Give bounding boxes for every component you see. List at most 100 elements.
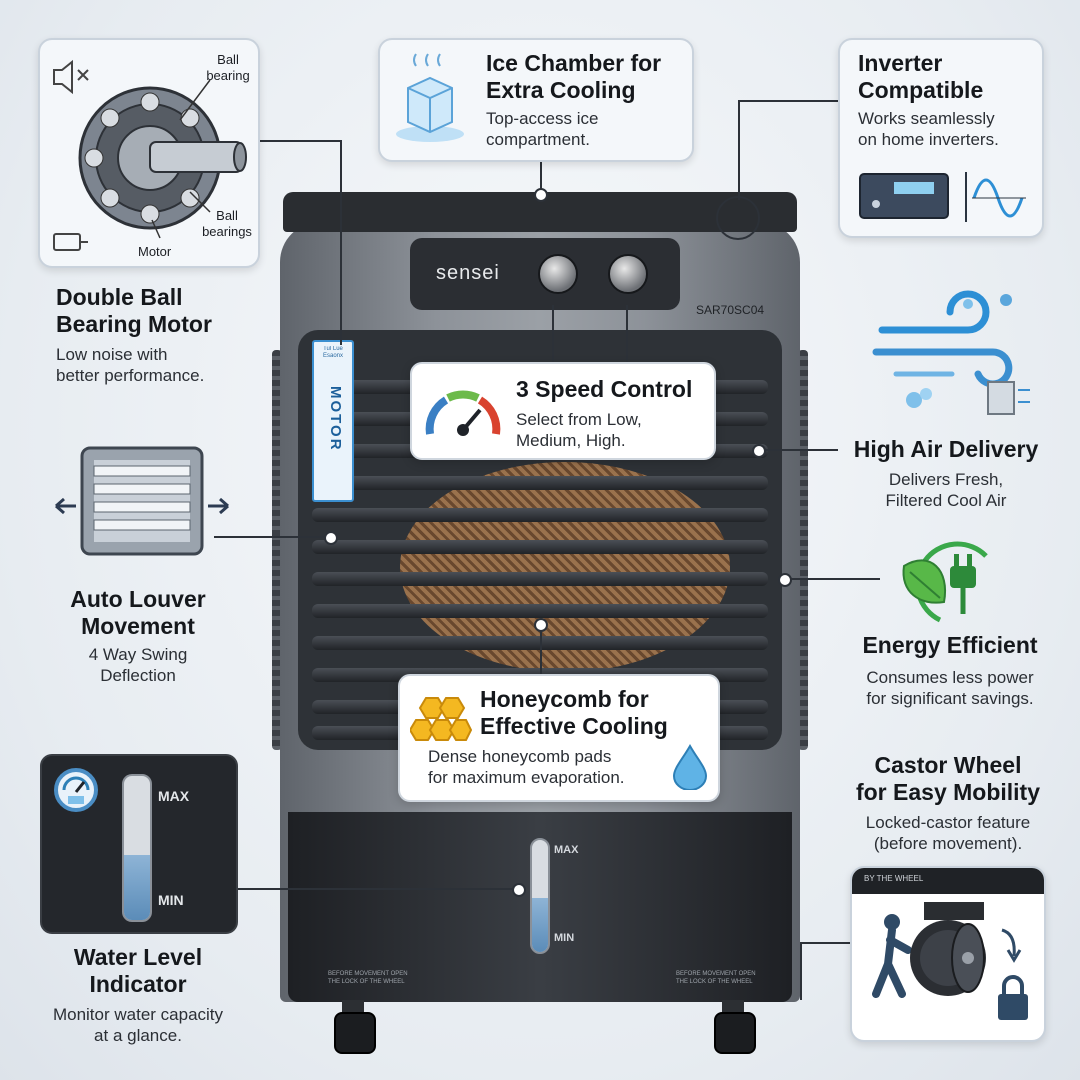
label-ball-bearings: Ball bearings xyxy=(202,208,252,239)
water-title-2: Indicator xyxy=(89,971,187,997)
inverter-card: Inverter Compatible Works seamlessly on … xyxy=(838,38,1044,238)
front-indicator-max: MAX xyxy=(554,844,579,856)
air-title: High Air Delivery xyxy=(853,436,1039,462)
honeycomb-desc-box: Dense honeycomb pads for maximum evapora… xyxy=(428,746,668,788)
water-desc-2: at a glance. xyxy=(94,1026,182,1045)
front-water-indicator xyxy=(530,838,550,954)
inverter-desc-1: Works seamlessly xyxy=(858,109,995,128)
motor-tag-label: MOTOR xyxy=(327,386,344,452)
inverter-title-2: Compatible xyxy=(858,77,984,103)
ice-title-2: Extra Cooling xyxy=(486,77,636,103)
speed-knob[interactable] xyxy=(538,254,578,294)
connector-ring xyxy=(716,196,760,240)
honeycomb-title-box: Honeycomb for Effective Cooling xyxy=(480,686,714,740)
castor-inset-label: BY THE WHEEL xyxy=(864,874,924,883)
inverter-text: Inverter Compatible Works seamlessly on … xyxy=(858,50,1042,150)
ice-title-1: Ice Chamber for xyxy=(486,50,662,76)
ice-text: Ice Chamber for Extra Cooling Top-access… xyxy=(486,50,686,150)
notice-right-2: THE LOCK OF THE WHEEL xyxy=(676,979,753,985)
connector-dot xyxy=(512,883,526,897)
inverter-device-icon xyxy=(859,172,1026,222)
ball-bearing-title-2: Bearing Motor xyxy=(56,311,212,337)
castor-text: Castor Wheel for Easy Mobility Locked-ca… xyxy=(838,752,1058,854)
label-ball-bearing: Ball bearing xyxy=(206,52,250,83)
connector-line xyxy=(540,625,542,675)
motor-tag: Tul Lue Esaonx MOTOR xyxy=(312,340,354,502)
water-title-1: Water Level xyxy=(73,944,203,970)
label-motor: Motor xyxy=(138,244,172,259)
control-panel: sensei xyxy=(410,238,680,310)
connector-dot xyxy=(534,188,548,202)
connector-line xyxy=(738,100,740,200)
tank-notice-right: BEFORE MOVEMENT OPEN THE LOCK OF THE WHE… xyxy=(676,970,756,986)
inverter-desc-2: on home inverters. xyxy=(858,130,999,149)
air-desc-1: Delivers Fresh, xyxy=(888,470,1004,489)
connector-line xyxy=(258,140,342,142)
louver-slat xyxy=(312,540,768,554)
louver-slat xyxy=(312,476,768,490)
honeycomb-card: Honeycomb for Effective Cooling Dense ho… xyxy=(398,674,720,802)
louver-title-1: Auto Louver xyxy=(70,586,206,612)
castor-wheel-icon xyxy=(872,902,1028,1020)
ball-bearing-desc-2: better performance. xyxy=(56,366,205,385)
louver-slat xyxy=(312,508,768,522)
louver-icon xyxy=(55,446,229,556)
ice-desc-2: compartment. xyxy=(486,130,590,149)
connector-line xyxy=(540,160,542,190)
connector-line xyxy=(762,449,838,451)
louver-desc-1: 4 Way Swing xyxy=(88,645,188,664)
front-water-fill xyxy=(532,898,548,952)
castor-inset-header: BY THE WHEEL xyxy=(852,868,1044,894)
castor-title-1: Castor Wheel xyxy=(874,752,1022,778)
connector-line xyxy=(800,942,850,944)
speed-desc-1: Select from Low, xyxy=(516,410,642,429)
connector-line xyxy=(738,100,838,102)
louver-desc-2: Deflection xyxy=(100,666,176,685)
honeycomb-icon xyxy=(410,697,472,741)
ball-bearing-icon xyxy=(78,86,247,230)
speed-text: 3 Speed Control Select from Low, Medium,… xyxy=(516,376,712,451)
swing-knob[interactable] xyxy=(608,254,648,294)
inverter-title-1: Inverter xyxy=(858,50,943,76)
connector-line xyxy=(626,305,628,363)
tank-notice-left: BEFORE MOVEMENT OPEN THE LOCK OF THE WHE… xyxy=(328,970,408,986)
speed-desc-2: Medium, High. xyxy=(516,431,626,450)
notice-left-2: THE LOCK OF THE WHEEL xyxy=(328,979,405,985)
ball-bearing-title-1: Double Ball xyxy=(56,284,183,310)
connector-line xyxy=(552,305,554,363)
bearing-illustration xyxy=(53,59,247,251)
mute-speaker-icon xyxy=(53,59,89,95)
speed-gauge-icon xyxy=(425,390,501,436)
louver-slat xyxy=(312,604,768,618)
model-number: SAR70SC04 xyxy=(696,303,765,317)
notice-left-1: BEFORE MOVEMENT OPEN xyxy=(328,971,408,977)
ice-desc-1: Top-access ice xyxy=(486,109,599,128)
water-gauge-icon xyxy=(54,768,98,812)
speed-control-card: 3 Speed Control Select from Low, Medium,… xyxy=(410,362,716,460)
leaf-plug-icon xyxy=(902,541,988,623)
louver-title-2: Movement xyxy=(81,613,195,639)
connector-dot xyxy=(324,531,338,545)
honeycomb-title-2: Effective Cooling xyxy=(480,713,668,739)
castor-wheel-left xyxy=(334,1012,376,1054)
ball-bearing-text: Double Ball Bearing Motor Low noise with… xyxy=(56,284,276,386)
connector-dot xyxy=(534,618,548,632)
energy-text: Energy Efficient Consumes less power for… xyxy=(838,632,1062,709)
energy-title: Energy Efficient xyxy=(862,632,1038,658)
connector-line xyxy=(800,942,802,1000)
brand-logo: sensei xyxy=(436,262,500,284)
ice-chamber-card: Ice Chamber for Extra Cooling Top-access… xyxy=(378,38,694,162)
connector-line xyxy=(340,140,342,345)
speed-title: 3 Speed Control xyxy=(516,376,693,402)
castor-card: BY THE WHEEL xyxy=(850,866,1046,1042)
honeycomb-desc-1: Dense honeycomb pads xyxy=(428,747,612,766)
water-drop-icon xyxy=(672,744,708,790)
honeycomb-title-1: Honeycomb for xyxy=(480,686,649,712)
water-level-card: MAX MIN xyxy=(40,754,238,934)
connector-dot xyxy=(778,573,792,587)
honeycomb-desc-2: for maximum evaporation. xyxy=(428,768,625,787)
castor-wheel-right xyxy=(714,1012,756,1054)
air-desc-2: Filtered Cool Air xyxy=(885,491,1007,510)
castor-desc-2: (before movement). xyxy=(873,834,1023,853)
ball-bearing-desc-1: Low noise with xyxy=(56,345,168,364)
